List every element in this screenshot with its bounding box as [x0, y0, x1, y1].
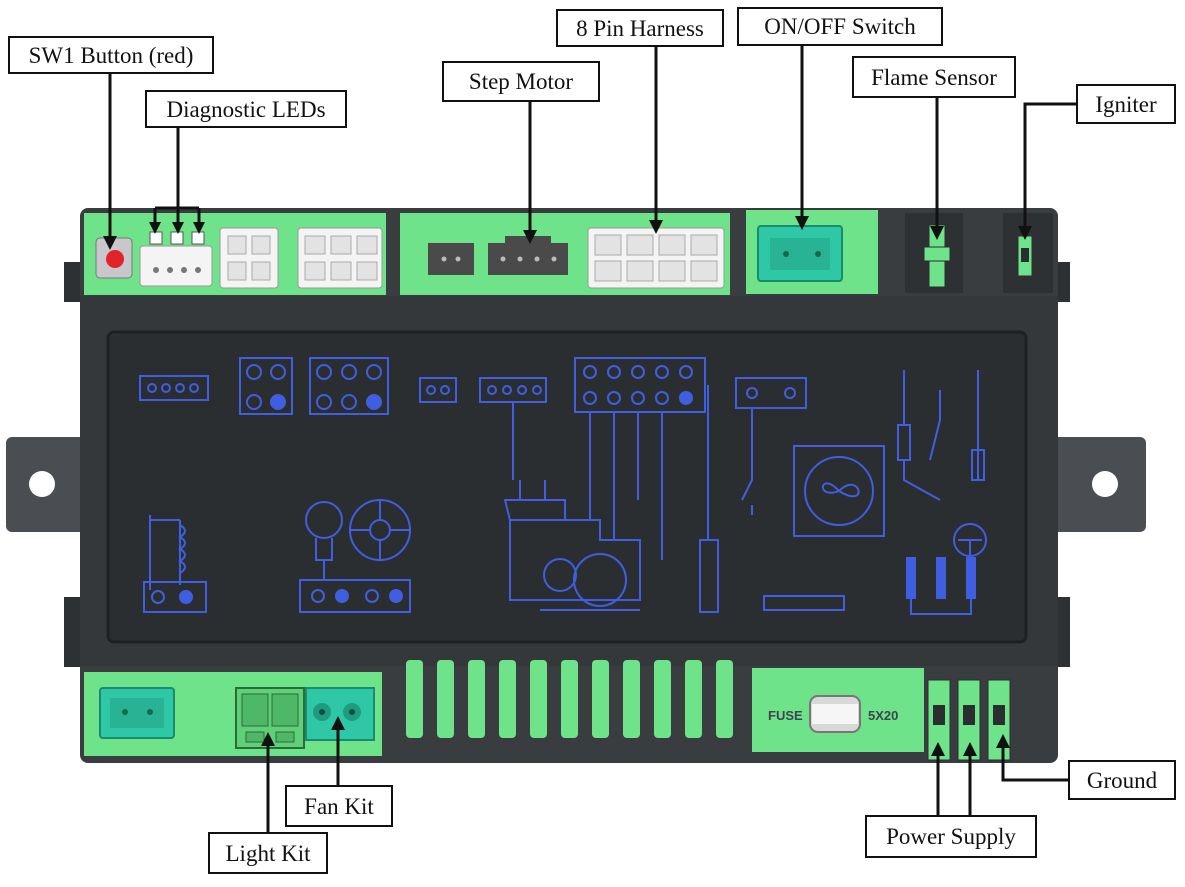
diagnostic-led-connector	[139, 245, 213, 287]
fuse-rating: 5X20	[868, 708, 898, 723]
vent-slots	[406, 660, 733, 738]
bottom-connector-strip	[84, 672, 382, 756]
power-supply-label: Power Supply	[865, 815, 1037, 858]
top-connector-strip	[84, 210, 1053, 295]
sw1-red-button	[106, 250, 124, 268]
fuse-label: FUSE	[768, 708, 803, 723]
on-off-switch-label: ON/OFF Switch	[737, 7, 943, 46]
fan-kit-label: Fan Kit	[285, 785, 393, 827]
ground-label: Ground	[1068, 760, 1176, 800]
arrowheads	[103, 216, 1032, 756]
sw1-button-label: SW1 Button (red)	[8, 36, 214, 74]
leader-lines	[108, 46, 1076, 832]
diagram-panel	[106, 330, 1028, 644]
igniter-label: Igniter	[1076, 84, 1176, 124]
step-motor-label: Step Motor	[442, 61, 600, 102]
fuse-block: FUSE 5X20	[752, 668, 924, 752]
printed-schematic	[139, 357, 987, 615]
flame-sensor-label: Flame Sensor	[852, 56, 1016, 98]
light-kit-label: Light Kit	[208, 832, 328, 874]
pin-harness-label: 8 Pin Harness	[556, 9, 724, 47]
diagnostic-leds-label: Diagnostic LEDs	[145, 90, 347, 128]
